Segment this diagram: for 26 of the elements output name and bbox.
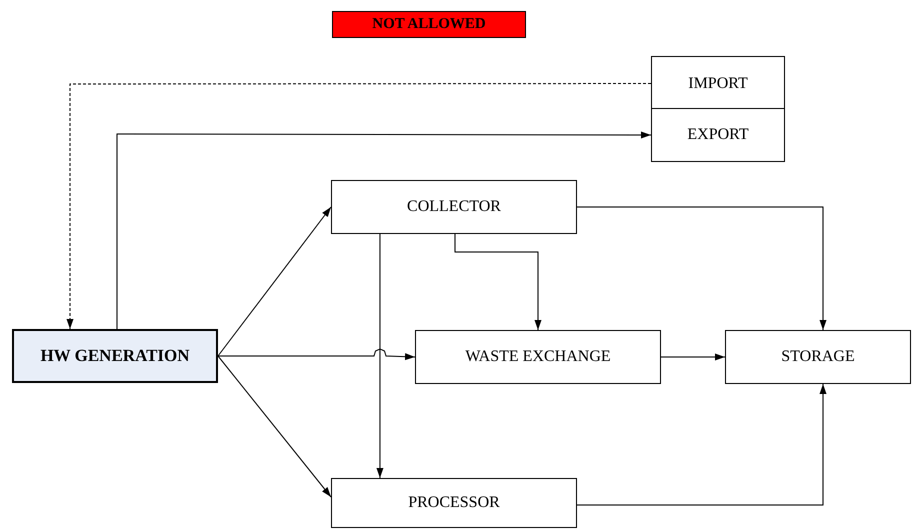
node-label: COLLECTOR <box>407 198 501 216</box>
arrow <box>376 234 384 478</box>
arrow <box>66 83 652 330</box>
arrow <box>218 206 332 356</box>
node-label: STORAGE <box>781 348 855 366</box>
arrow <box>576 206 827 330</box>
node-label: PROCESSOR <box>408 494 500 512</box>
arrow <box>660 354 726 360</box>
node-label: WASTE EXCHANGE <box>465 348 611 366</box>
process-box <box>331 180 577 234</box>
process-box <box>12 329 218 383</box>
process-box <box>331 478 577 528</box>
arrow <box>576 384 827 506</box>
arrow <box>218 356 332 498</box>
warning-box <box>332 11 526 38</box>
process-box <box>651 56 785 111</box>
arrow <box>218 348 416 360</box>
process-box <box>725 330 911 384</box>
node-label: IMPORT <box>688 74 748 92</box>
node-label: EXPORT <box>687 126 749 144</box>
process-box <box>651 108 785 162</box>
arrow <box>454 234 542 330</box>
arrow <box>116 131 652 330</box>
process-box <box>415 330 661 384</box>
node-label: NOT ALLOWED <box>372 16 486 33</box>
node-label: HW GENERATION <box>40 346 190 366</box>
